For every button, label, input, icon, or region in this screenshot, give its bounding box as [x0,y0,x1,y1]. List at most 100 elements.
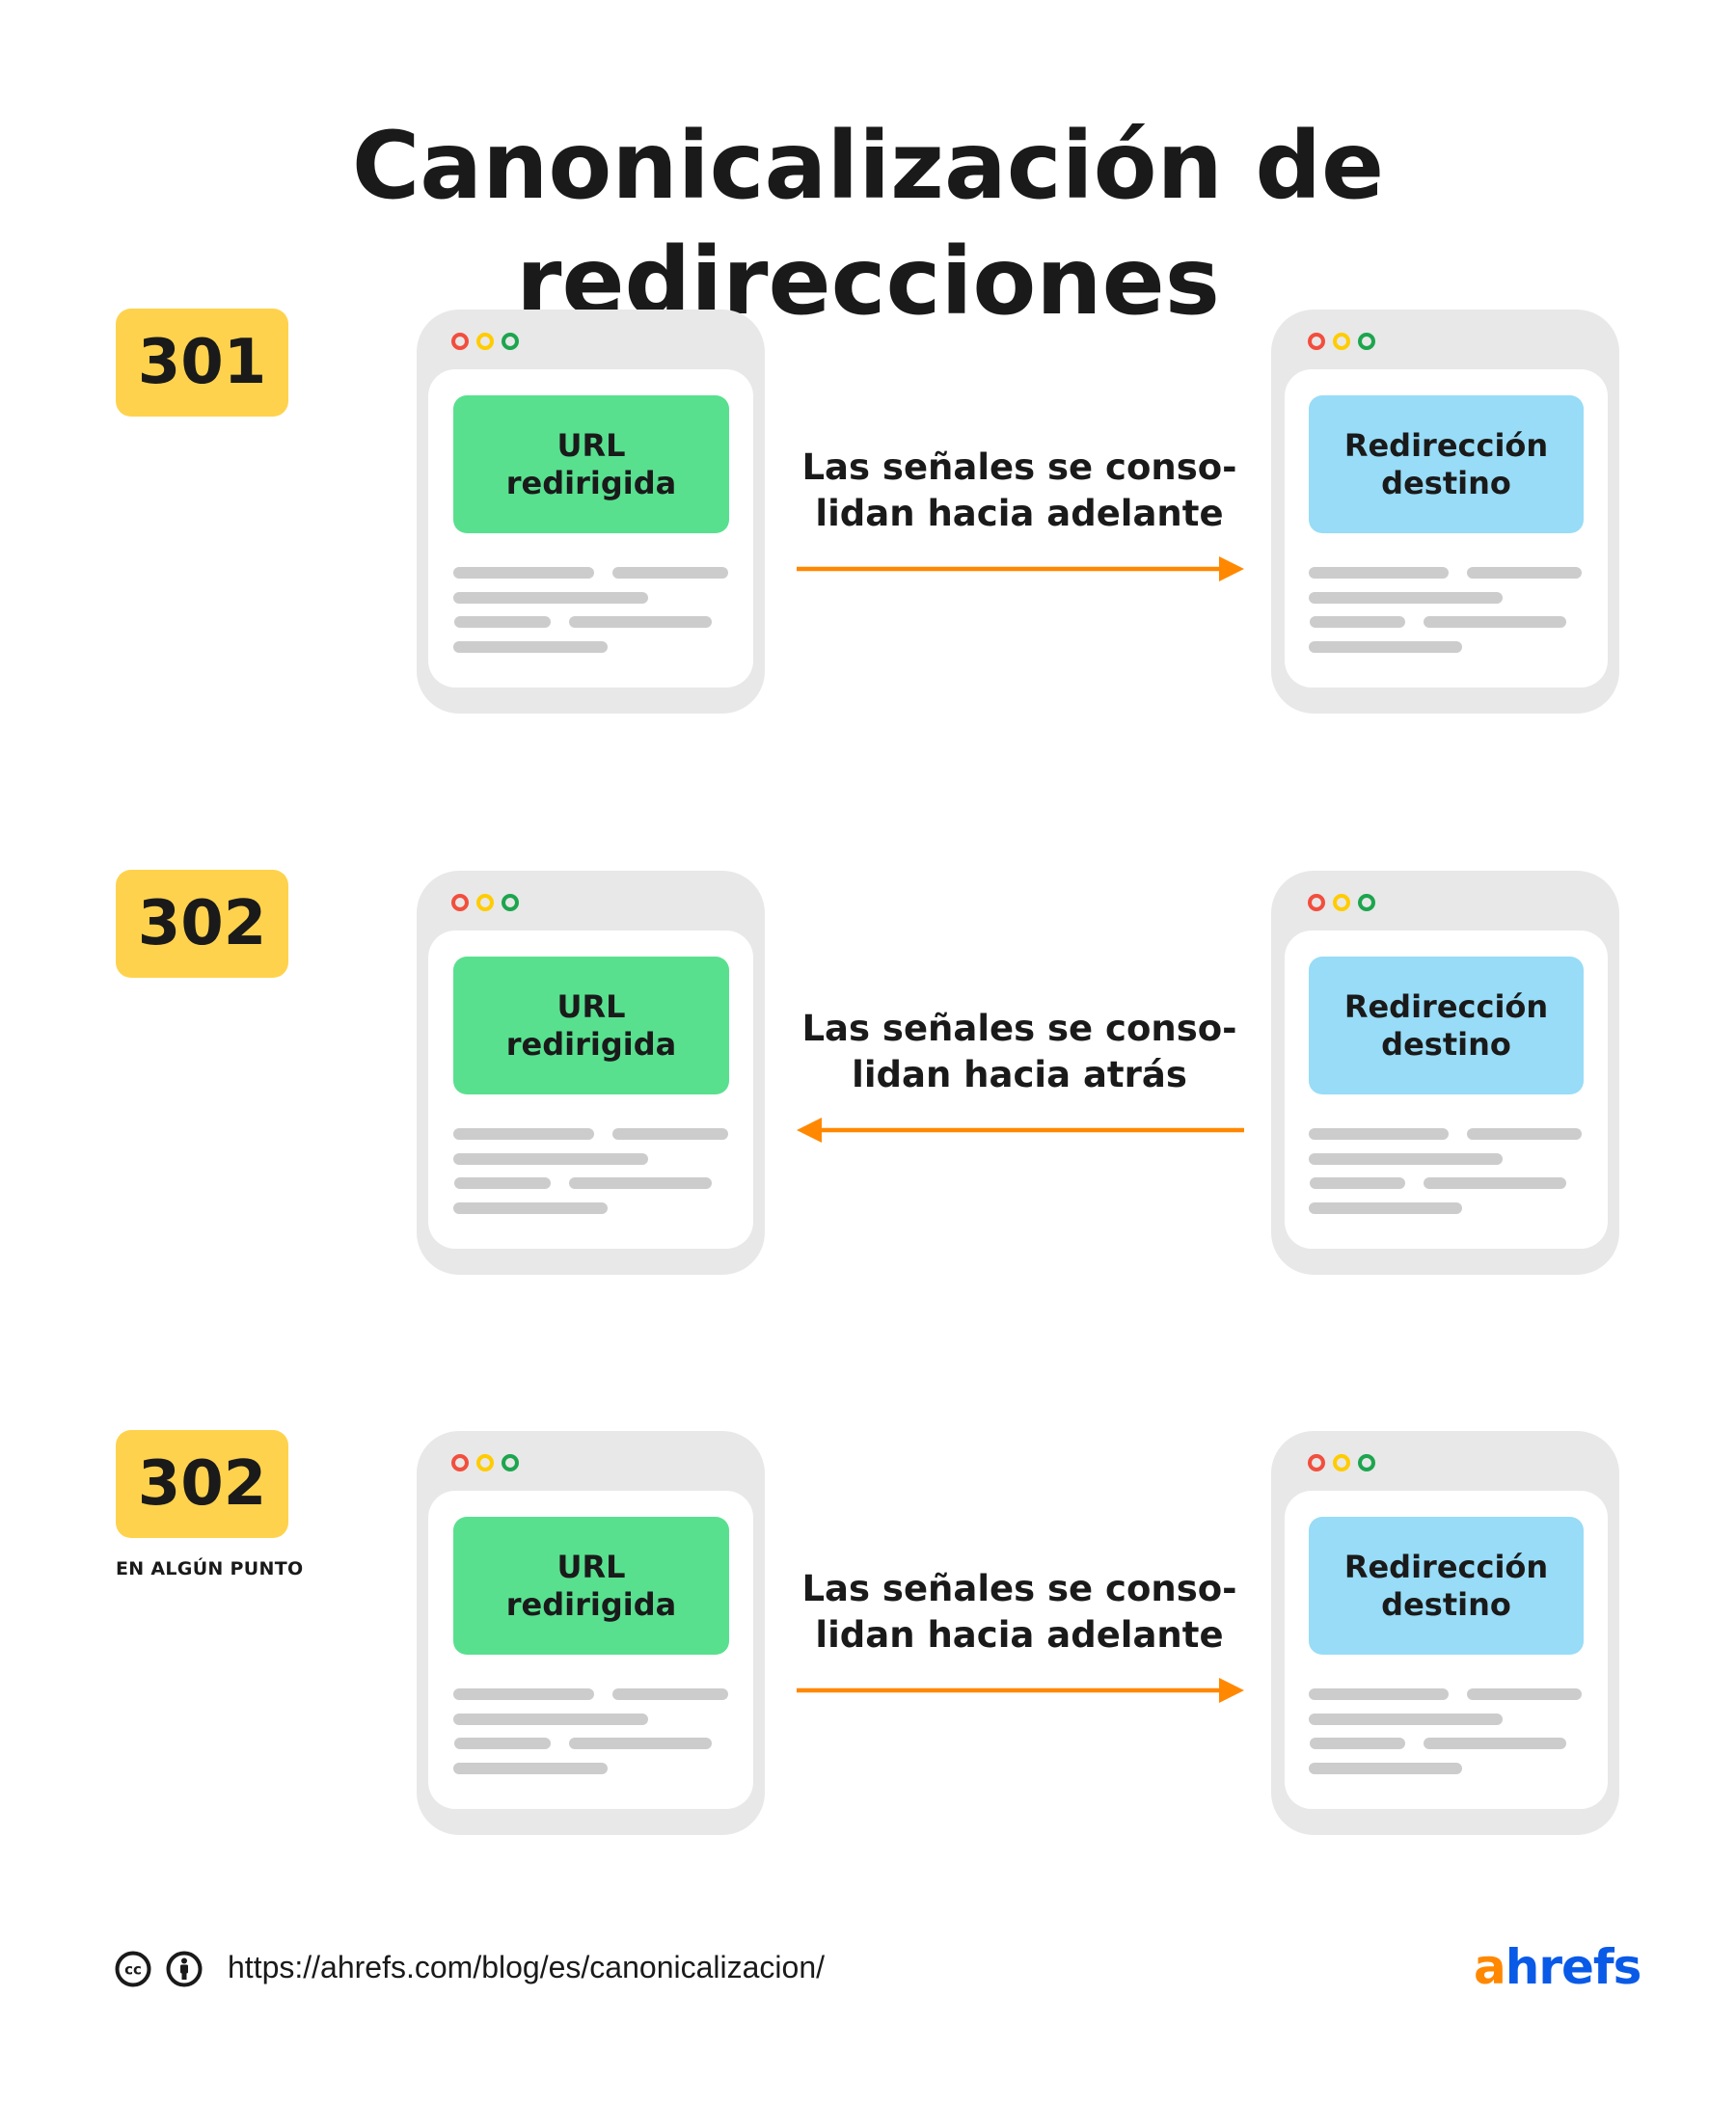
placeholder-line [1424,1177,1566,1189]
placeholder-line [454,1177,551,1189]
close-dot-icon [451,1454,469,1471]
browser-page: URL redirigida [428,931,753,1249]
logo-a: a [1474,1939,1506,1995]
redirect-row-301: 301 URL redirigida Las señales se conso-… [0,309,1736,724]
placeholder-line [1467,567,1582,579]
caption-line: Las señales se conso- [801,446,1237,488]
ahrefs-logo: ahrefs [1474,1940,1641,1994]
placeholder-line [453,1128,594,1140]
window-controls [1308,1454,1375,1471]
attribution-icon [166,1951,203,1987]
box-line: URL [556,426,626,464]
signal-caption: Las señales se conso- lidan hacia atrás [772,1006,1267,1098]
minimize-dot-icon [476,333,494,350]
placeholder-line [612,1128,728,1140]
placeholder-line [1309,1688,1449,1700]
placeholder-line [1310,1738,1405,1749]
caption-line: Las señales se conso- [801,1008,1237,1049]
maximize-dot-icon [1358,333,1375,350]
placeholder-line [569,1177,712,1189]
placeholder-line [569,616,712,628]
caption-line: lidan hacia atrás [852,1054,1187,1095]
redirect-target-box: Redirección destino [1309,1517,1584,1655]
badge-subtitle: EN ALGÚN PUNTO [116,1558,304,1579]
arrow-right-icon [797,556,1244,581]
source-browser-window: URL redirigida [417,1431,765,1835]
browser-page: URL redirigida [428,1491,753,1809]
maximize-dot-icon [502,894,519,911]
browser-page: Redirección destino [1285,1491,1608,1809]
placeholder-line [1467,1128,1582,1140]
placeholder-line [453,567,594,579]
placeholder-line [1309,1714,1503,1725]
signal-caption: Las señales se conso- lidan hacia adelan… [772,1566,1267,1659]
placeholder-line [1467,1688,1582,1700]
window-controls [451,333,519,350]
placeholder-line [1309,592,1503,604]
redirect-row-302: 302 URL redirigida Las señales se conso-… [0,870,1736,1285]
box-line: Redirección [1343,426,1549,464]
redirected-url-box: URL redirigida [453,1517,729,1655]
placeholder-line [453,1763,608,1774]
maximize-dot-icon [502,333,519,350]
redirect-row-302-eventually: 302 EN ALGÚN PUNTO URL redirigida Las se… [0,1430,1736,1846]
close-dot-icon [1308,1454,1325,1471]
box-line: URL [556,987,626,1025]
placeholder-line [453,1153,648,1165]
status-badge: 301 [116,309,288,417]
placeholder-line [1310,616,1405,628]
box-line: redirigida [505,464,677,501]
maximize-dot-icon [502,1454,519,1471]
source-browser-window: URL redirigida [417,310,765,714]
source-url-link[interactable]: https://ahrefs.com/blog/es/canonicalizac… [228,1950,825,1984]
creative-commons-icon: cc [115,1951,151,1987]
redirect-target-box: Redirección destino [1309,395,1584,533]
maximize-dot-icon [1358,894,1375,911]
placeholder-line [453,1714,648,1725]
arrow-left-icon [797,1118,1244,1143]
placeholder-line [612,567,728,579]
status-badge: 302 [116,1430,288,1538]
minimize-dot-icon [476,1454,494,1471]
placeholder-line [1309,567,1449,579]
target-browser-window: Redirección destino [1271,1431,1619,1835]
placeholder-line [453,1202,608,1214]
browser-page: URL redirigida [428,369,753,688]
minimize-dot-icon [1333,894,1350,911]
minimize-dot-icon [476,894,494,911]
placeholder-line [1309,1153,1503,1165]
placeholder-line [1309,641,1462,653]
placeholder-line [453,641,608,653]
box-line: redirigida [505,1025,677,1063]
minimize-dot-icon [1333,333,1350,350]
arrow-right-icon [797,1678,1244,1703]
redirected-url-box: URL redirigida [453,957,729,1094]
window-controls [1308,333,1375,350]
target-browser-window: Redirección destino [1271,871,1619,1275]
box-line: destino [1381,1025,1511,1063]
close-dot-icon [451,894,469,911]
window-controls [451,1454,519,1471]
source-browser-window: URL redirigida [417,871,765,1275]
target-browser-window: Redirección destino [1271,310,1619,714]
caption-line: lidan hacia adelante [815,493,1224,534]
window-controls [1308,894,1375,911]
placeholder-line [612,1688,728,1700]
close-dot-icon [1308,333,1325,350]
placeholder-line [1309,1763,1462,1774]
close-dot-icon [1308,894,1325,911]
placeholder-line [453,1688,594,1700]
redirect-target-box: Redirección destino [1309,957,1584,1094]
box-line: destino [1381,1585,1511,1623]
placeholder-line [1424,1738,1566,1749]
logo-hrefs: hrefs [1505,1939,1642,1995]
placeholder-line [454,616,551,628]
maximize-dot-icon [1358,1454,1375,1471]
placeholder-line [1310,1177,1405,1189]
close-dot-icon [451,333,469,350]
minimize-dot-icon [1333,1454,1350,1471]
window-controls [451,894,519,911]
caption-line: lidan hacia adelante [815,1614,1224,1656]
page-title: Canonicalización de redirecciones [351,112,1385,336]
box-line: destino [1381,464,1511,501]
